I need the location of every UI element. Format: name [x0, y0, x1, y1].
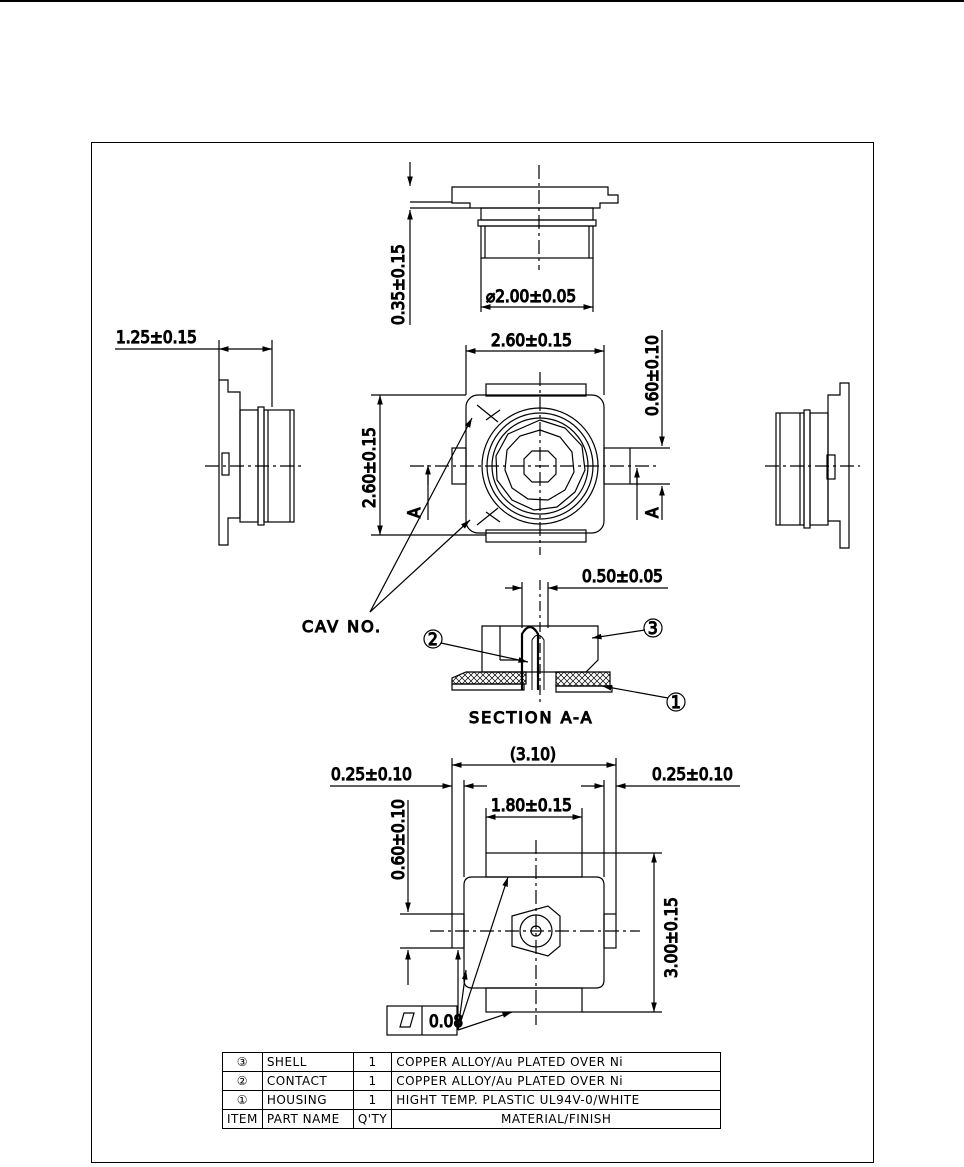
dim-overall-height: 3.00±0.15 — [662, 897, 682, 978]
dim-diameter: ⌀2.00±0.05 — [486, 287, 576, 307]
balloon-3-text: 3 — [648, 619, 658, 639]
dim-left-offset: 0.60±0.10 — [389, 799, 409, 880]
cav-no-label: CAV NO. — [302, 617, 382, 636]
bill-of-materials: ③ SHELL 1 COPPER ALLOY/Au PLATED OVER Ni… — [222, 1052, 722, 1129]
bom-qty: 1 — [352, 1071, 393, 1091]
bom-part-name: SHELL — [261, 1052, 354, 1072]
balloon-1-text: 1 — [671, 693, 681, 713]
bom-header-name: PART NAME — [261, 1109, 354, 1129]
section-label: SECTION A-A — [469, 708, 594, 727]
bom-material: COPPER ALLOY/Au PLATED OVER Ni — [391, 1071, 722, 1091]
bom-row: ① HOUSING 1 HIGHT TEMP. PLASTIC UL94V-0/… — [222, 1090, 722, 1110]
dim-side-width: 1.25±0.15 — [116, 328, 197, 348]
page-top-rule — [0, 0, 964, 2]
bom-header-qty: Q'TY — [352, 1109, 393, 1129]
bom-row: ③ SHELL 1 COPPER ALLOY/Au PLATED OVER Ni — [222, 1052, 722, 1072]
right-side-view — [765, 382, 860, 549]
bom-header-item: ITEM — [222, 1109, 263, 1129]
flatness-frame — [386, 1005, 458, 1036]
flatness-value: 0.08 — [429, 1012, 463, 1032]
bom-part-name: HOUSING — [261, 1090, 354, 1110]
bom-row: ② CONTACT 1 COPPER ALLOY/Au PLATED OVER … — [222, 1071, 722, 1091]
balloon-3 — [591, 618, 663, 640]
bom-header-material: MATERIAL/FINISH — [391, 1109, 722, 1129]
front-view — [369, 330, 670, 613]
bom-part-name: CONTACT — [261, 1071, 354, 1091]
bom-item: ① — [222, 1090, 263, 1110]
dim-overall: (3.10) — [510, 745, 556, 765]
dim-height-top: 0.35±0.15 — [389, 244, 409, 325]
balloon-1 — [601, 684, 686, 712]
dim-body-width: 2.60±0.15 — [491, 331, 572, 351]
balloon-2-text: 2 — [428, 630, 438, 650]
flatness-icon — [399, 1012, 415, 1028]
bom-item: ③ — [222, 1052, 263, 1072]
bom-qty: 1 — [352, 1052, 393, 1072]
dim-contact-width: 0.50±0.05 — [582, 567, 663, 587]
bottom-view — [330, 758, 740, 1031]
bom-item: ② — [222, 1071, 263, 1091]
section-a-a — [451, 580, 668, 705]
left-side-view — [115, 340, 305, 546]
section-mark-right: A — [643, 507, 663, 518]
dim-pad-width: 1.80±0.15 — [491, 796, 572, 816]
drawing-frame — [91, 142, 874, 1163]
section-mark-left: A — [405, 507, 425, 518]
bom-qty: 1 — [352, 1090, 393, 1110]
bom-material: COPPER ALLOY/Au PLATED OVER Ni — [391, 1052, 722, 1072]
bom-material: HIGHT TEMP. PLASTIC UL94V-0/WHITE — [391, 1090, 722, 1110]
bom-header-row: ITEM PART NAME Q'TY MATERIAL/FINISH — [222, 1109, 722, 1129]
dim-left-tab: 0.25±0.10 — [331, 765, 412, 785]
top-view — [407, 162, 619, 325]
dim-right-offset: 0.60±0.10 — [643, 335, 663, 416]
balloon-2 — [423, 629, 529, 663]
dim-right-tab: 0.25±0.10 — [652, 765, 733, 785]
dim-body-height: 2.60±0.15 — [360, 427, 380, 508]
